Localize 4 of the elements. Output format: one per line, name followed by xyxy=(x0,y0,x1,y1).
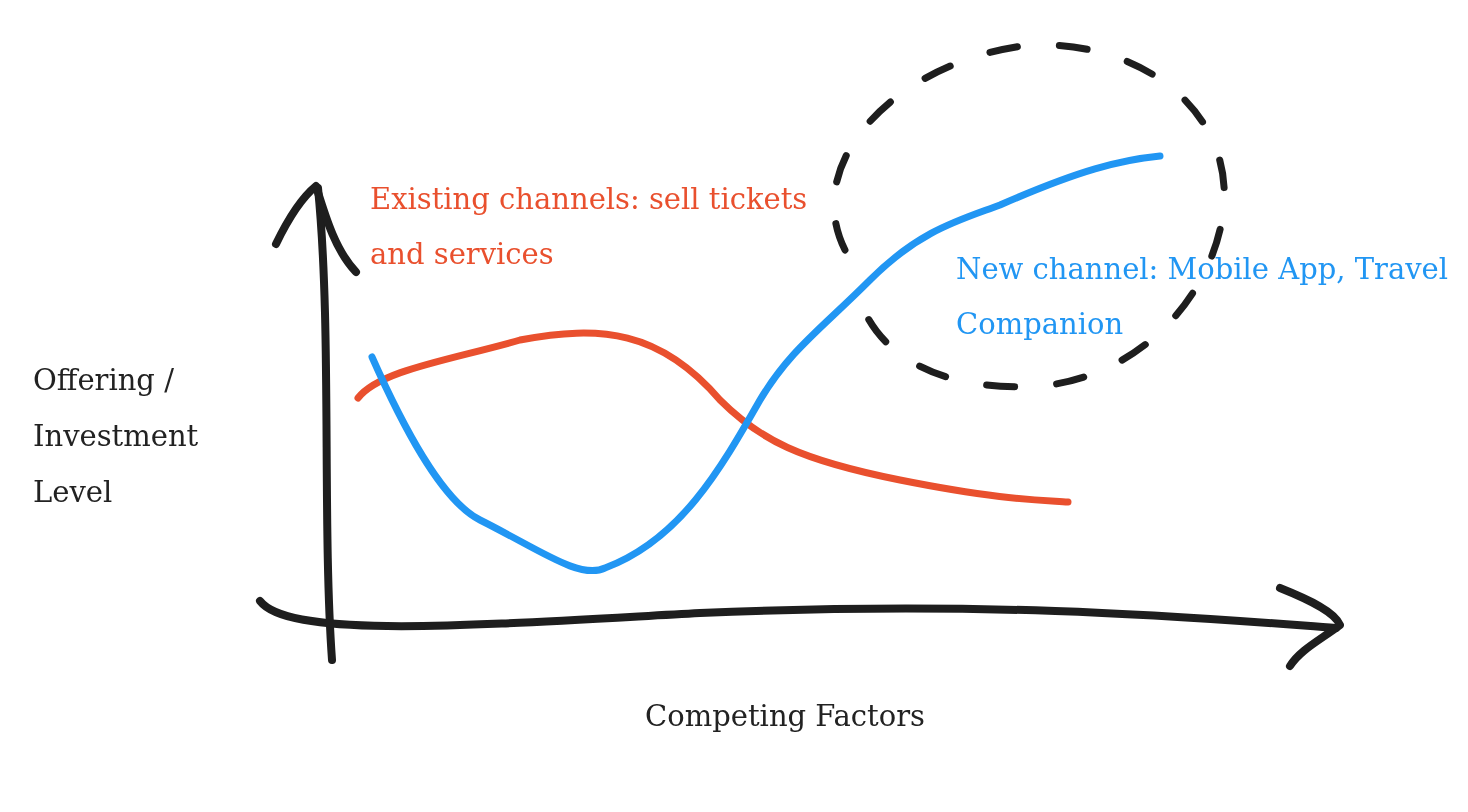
axis-label: Competing Factors xyxy=(644,698,926,735)
series-label: New channel: Mobile App, Travel Companion xyxy=(956,251,1450,343)
series-label: Existing channels: sell tickets and services xyxy=(370,181,809,273)
axis-label: Offering / Investment Level xyxy=(33,362,200,511)
